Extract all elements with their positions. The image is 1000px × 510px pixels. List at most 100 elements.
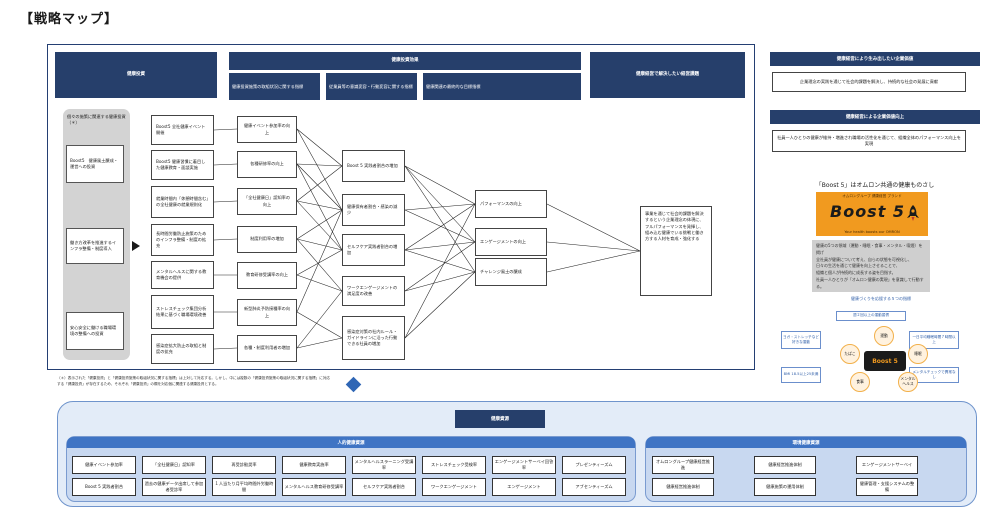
behavior-box-1: Boost 5 実践者割合の増加 bbox=[342, 150, 405, 182]
wheel-pill-top: 週２回以上の運動習慣 bbox=[836, 311, 906, 321]
connector-line bbox=[546, 241, 641, 252]
rocket-icon bbox=[907, 205, 919, 221]
resource-human-row1-1: 健康イベント参加率 bbox=[72, 456, 136, 474]
right-header-enhancement: 健康経営による企業価値向上 bbox=[770, 110, 980, 124]
behavior-box-3: セルフケア実践者割合の増加 bbox=[342, 234, 405, 266]
boost5-logo: オムロングループ 健康経営 ブランド Boost 5 Your health b… bbox=[816, 192, 928, 236]
connector-line bbox=[404, 203, 476, 251]
measure-box-4: 長時間労働防止施策のためのインフラ整備・制度の拡充 bbox=[151, 224, 214, 256]
resource-env-row2-3: 健康管理・支援システムの整備 bbox=[856, 478, 918, 496]
resource-human-row1-4: 健康教育実施率 bbox=[282, 456, 346, 474]
resource-env-row1-1: オムロングループ健康経営推進 bbox=[652, 456, 714, 474]
header-health-investment: 健康投資 bbox=[55, 52, 217, 98]
resource-human-row2-4: メンタルヘルス教育研修受講率 bbox=[282, 478, 346, 496]
activity-box-2: 各種研修率の向上 bbox=[237, 151, 297, 178]
connector-line bbox=[296, 238, 343, 292]
connector-line bbox=[404, 241, 476, 292]
human-resources-title: 人的健康資源 bbox=[67, 437, 635, 448]
health-resources-header: 健康資源 bbox=[455, 410, 545, 428]
right-box-value: 企業理念の実践を通じて社会的課題を解決し、持続的な社会の発展に貢献 bbox=[772, 72, 966, 92]
connector-line bbox=[296, 274, 343, 292]
behavior-box-4: ワークエンゲージメントの満足度の改善 bbox=[342, 276, 405, 306]
resource-human-row2-2: 過去の健康データ出席して参加者受診率 bbox=[142, 478, 206, 496]
connector-line bbox=[296, 163, 343, 211]
goal-box: 事業を通じて社会的課題を解決するという企業理念の体現に、フルパフォーマンスを発揮… bbox=[640, 206, 712, 296]
connector-line bbox=[296, 238, 343, 251]
measure-box-1: Boost5 全社健康イベント開催 bbox=[151, 115, 214, 145]
resource-human-row1-2: 「全社健康日」認知率 bbox=[142, 456, 206, 474]
connector-line bbox=[213, 238, 238, 241]
wheel-node-sleep: 睡眠 bbox=[908, 344, 928, 364]
connector-line bbox=[296, 165, 343, 202]
right-box-enhancement: 社員一人ひとりの健康が維持・増進され職場の活性化を通じて、組織全体のパフォーマン… bbox=[772, 130, 966, 152]
connector-line bbox=[296, 249, 343, 276]
resource-env-row2-2: 健康施策の運用体制 bbox=[754, 478, 816, 496]
connector-line bbox=[296, 290, 343, 349]
activity-box-3: 「全社健康日」認知率の向上 bbox=[237, 188, 297, 215]
resource-human-row1-3: 再受診勧奨率 bbox=[212, 456, 276, 474]
connector-line bbox=[546, 203, 641, 252]
wheel-title: 健康づくりを応援する５つの指標 bbox=[851, 296, 911, 301]
resource-human-row2-6: ワークエンゲージメント bbox=[422, 478, 486, 496]
activity-box-7: 各種・制度利用者の増加 bbox=[237, 335, 297, 362]
logo-sub-text: Your health boosts our OMRON bbox=[844, 230, 900, 234]
connector-line bbox=[404, 165, 476, 273]
connector-line bbox=[404, 203, 476, 211]
resource-human-row2-3: １人当たり月平均時間外労働時間 bbox=[212, 478, 276, 496]
desc-line: 健康の5つの領域（運動・睡眠・食事・メンタル・喫煙）を掲げ bbox=[816, 243, 923, 255]
resource-human-row2-7: エンゲージメント bbox=[492, 478, 556, 496]
measure-box-7: 感染症拡大防止の取組と制度の拡充 bbox=[151, 334, 214, 364]
connector-line bbox=[213, 128, 238, 131]
behavior-box-2: 健康保有者割合・感染の減少 bbox=[342, 194, 405, 226]
activity-box-5: 教育研修受講率の向上 bbox=[237, 262, 297, 289]
connector-line bbox=[404, 271, 476, 339]
connector-line bbox=[296, 128, 343, 167]
boost5-description: 健康の5つの領域（運動・睡眠・食事・メンタル・喫煙）を掲げ 全社員が健康について… bbox=[812, 240, 930, 292]
connector-line bbox=[404, 165, 476, 205]
wheel-node-mental: メンタルヘルス bbox=[898, 372, 918, 392]
subheader-behavior-indicators: 従業員等の意識変容・行動変容に関する指標 bbox=[326, 73, 417, 100]
desc-line: 日々の生活を通じて健康を向上させることで、 bbox=[816, 263, 900, 269]
measure-box-2: Boost5 健康習慣に着目した健康教育・面談実施 bbox=[151, 150, 214, 180]
resource-human-row1-6: ストレスチェック受検率 bbox=[422, 456, 486, 474]
wheel-node-exercise: 運動 bbox=[874, 326, 894, 346]
wheel-pill-left-bottom: BMI 18.5以上25未満 bbox=[781, 367, 821, 383]
outcome-box-2: エンゲージメントの向上 bbox=[475, 228, 547, 256]
resource-human-row1-7: エンゲージメントサーベイ回答率 bbox=[492, 456, 556, 474]
subheader-final-goal-indicators: 健康関連の最終的な目標指標 bbox=[423, 73, 581, 100]
connector-line bbox=[404, 203, 476, 339]
connector-line bbox=[296, 163, 343, 251]
resource-human-row2-8: アブセンティーズム bbox=[562, 478, 626, 496]
activity-box-1: 健康イベント参加率の向上 bbox=[237, 116, 297, 143]
connector-line bbox=[296, 200, 343, 211]
wheel-pill-left-top: ヨガ・ストレッチなど好きな運動 bbox=[781, 331, 821, 349]
outcome-box-1: パフォーマンスの向上 bbox=[475, 190, 547, 218]
connector-line bbox=[296, 209, 343, 240]
logo-main-text: Boost 5 bbox=[830, 202, 906, 221]
desc-line: 組織と個人が持続的に成長する姿を目指す。 bbox=[816, 270, 896, 276]
connector-line bbox=[296, 200, 343, 251]
lane-title: 個々の施策に関連する健康投資（＊） bbox=[67, 114, 126, 126]
desc-line: 全社員が健康について考え、自らの状態を可視化し、 bbox=[816, 256, 912, 262]
resource-human-row2-5: セルフケア実践者割合 bbox=[352, 478, 416, 496]
right-header-value: 健康経営により生み出したい企業価値 bbox=[770, 52, 980, 66]
connector-line bbox=[546, 250, 641, 273]
lane-item-safety: 安心安全に働ける職場環境の整備への投資 bbox=[66, 312, 124, 350]
connector-line bbox=[404, 249, 476, 273]
header-investment-effect: 健康投資効果 bbox=[229, 52, 581, 70]
resource-human-row2-1: Boost 5 実践者割合 bbox=[72, 478, 136, 496]
connector-line bbox=[296, 128, 343, 211]
measure-box-5: メンタルヘルスに関する教育機会の提供 bbox=[151, 261, 214, 289]
footnote: （＊）表示された「健康投資」と「健康投資施策の取組状況に関する指標」は上対して対… bbox=[57, 376, 331, 386]
behavior-box-5: 感染症対策の社内ルール・ガイドラインに沿った行動できる社員の増加 bbox=[342, 316, 405, 360]
resource-human-row1-5: メンタルヘルスラーニング受講率 bbox=[352, 456, 416, 474]
connector-line bbox=[404, 209, 476, 243]
desc-line: 社員一人ひとりが「オムロン健康の実現」を意識して行動する。 bbox=[816, 276, 924, 289]
page-title: 【戦略マップ】 bbox=[20, 12, 119, 27]
connector-line bbox=[296, 311, 343, 339]
lane-arrow-icon bbox=[132, 241, 140, 251]
resource-env-row1-2: 健康経営推進体制 bbox=[754, 456, 816, 474]
resource-env-row1-3: エンゲージメントサーベイ bbox=[856, 456, 918, 474]
measure-box-3: 就業時間内「休憩時間含む」の全社健康の就業規則化 bbox=[151, 186, 214, 218]
